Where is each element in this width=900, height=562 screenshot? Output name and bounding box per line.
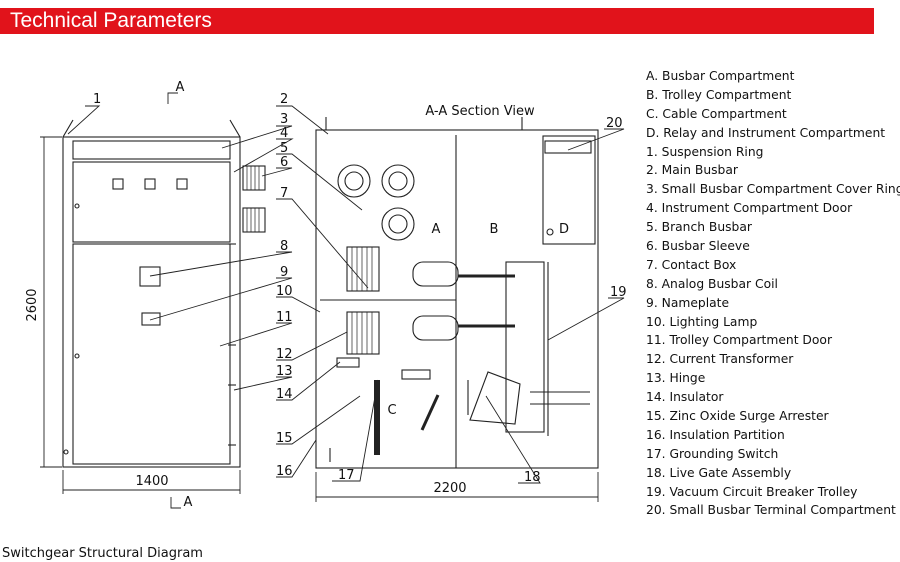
indicator-window — [176, 178, 188, 190]
current-transformer — [346, 311, 380, 355]
legend-item: 3. Small Busbar Compartment Cover Ring — [646, 182, 900, 197]
callout-2: 2 — [280, 92, 288, 107]
callout-1: 1 — [93, 92, 101, 107]
callout-13: 13 — [276, 364, 293, 379]
title-banner: Technical Parameters — [0, 8, 874, 34]
callout-numbers: 1 2 3 4 5 6 7 8 9 10 11 12 13 14 15 16 1… — [93, 92, 627, 485]
callout-17: 17 — [338, 468, 355, 483]
front-width-dimension: 1400 — [135, 474, 168, 489]
main-busbar — [381, 164, 415, 198]
callout-9: 9 — [280, 265, 288, 280]
section-labels: A-A Section View 2200 A B C D — [387, 104, 569, 496]
height-dimension: 2600 — [25, 288, 40, 321]
callout-15: 15 — [276, 431, 293, 446]
section-mark-top: A — [176, 80, 185, 95]
legend-item: 7. Contact Box — [646, 257, 737, 272]
live-gate-assembly — [469, 371, 521, 425]
callout-6: 6 — [280, 155, 288, 170]
grounding-switch — [420, 394, 440, 431]
section-outline — [315, 129, 599, 469]
insulator — [336, 357, 360, 368]
section-view-title: A-A Section View — [425, 104, 535, 119]
legend-item: A. Busbar Compartment — [646, 69, 795, 83]
callout-20: 20 — [606, 116, 623, 131]
indicator-window — [112, 178, 124, 190]
top-cover-strip — [72, 140, 231, 160]
legend-item: 20. Small Busbar Terminal Compartment — [646, 503, 896, 518]
section-view — [315, 117, 599, 469]
legend-item: 18. Live Gate Assembly — [646, 465, 792, 480]
callout-8: 8 — [280, 239, 288, 254]
callout-14: 14 — [276, 387, 293, 402]
callout-18: 18 — [524, 470, 541, 485]
suspension-ring-left — [62, 119, 74, 138]
terminal-compartment — [544, 140, 592, 154]
coil-hatching — [351, 247, 373, 354]
main-busbar — [337, 164, 371, 198]
legend-item: 11. Trolley Compartment Door — [646, 333, 833, 348]
door-handle — [74, 353, 80, 359]
legend-item: 15. Zinc Oxide Surge Arrester — [646, 409, 829, 424]
legend-item: 13. Hinge — [646, 371, 706, 386]
door-handle — [63, 449, 69, 455]
legend-item: 12. Current Transformer — [646, 352, 794, 367]
section-mark-bottom: A — [184, 495, 193, 510]
contact-box — [412, 261, 459, 287]
indicator-window — [144, 178, 156, 190]
breaker-trolley — [505, 261, 545, 433]
legend-item: 8. Analog Busbar Coil — [646, 276, 778, 291]
compartment-marker-a: A — [432, 222, 441, 237]
callout-leaders — [67, 105, 625, 484]
insulator — [401, 369, 431, 380]
front-dimension-labels: 2600 1400 A A — [25, 80, 193, 510]
callout-12: 12 — [276, 347, 293, 362]
main-busbar — [381, 207, 415, 241]
busbar-sleeve — [242, 207, 266, 233]
callout-19: 19 — [610, 285, 627, 300]
nameplate — [141, 312, 161, 326]
legend-item: 17. Grounding Switch — [646, 446, 779, 461]
legend-item: 14. Insulator — [646, 390, 724, 405]
page-title: Technical Parameters — [10, 9, 212, 32]
callout-10: 10 — [276, 284, 293, 299]
callout-3: 3 — [280, 112, 288, 127]
front-view — [62, 119, 266, 468]
door-handle — [74, 203, 80, 209]
relay-compartment — [542, 135, 596, 245]
section-dimensions — [315, 472, 599, 502]
contact-box — [412, 315, 459, 341]
suspension-ring-right — [229, 119, 241, 138]
diagram-caption: Switchgear Structural Diagram — [2, 546, 203, 561]
front-dimensions — [40, 92, 241, 509]
legend-item: 19. Vacuum Circuit Breaker Trolley — [646, 484, 858, 499]
side-width-dimension: 2200 — [433, 481, 466, 496]
callout-4: 4 — [280, 126, 288, 141]
legend-item: 6. Busbar Sleeve — [646, 239, 750, 254]
legend-item: 10. Lighting Lamp — [646, 314, 758, 329]
legend-item: C. Cable Compartment — [646, 106, 787, 121]
legend-item: 2. Main Busbar — [646, 163, 738, 178]
legend-item: 4. Instrument Compartment Door — [646, 201, 853, 216]
current-transformer — [346, 246, 380, 292]
legend-item: D. Relay and Instrument Compartment — [646, 125, 886, 140]
legend-item: 1. Suspension Ring — [646, 144, 764, 159]
callout-16: 16 — [276, 464, 293, 479]
legend-item: B. Trolley Compartment — [646, 87, 792, 102]
cabinet-outline — [62, 136, 241, 468]
trolley-door — [72, 243, 231, 465]
callout-5: 5 — [280, 141, 288, 156]
legend-item: 9. Nameplate — [646, 295, 730, 310]
legend-item: 16. Insulation Partition — [646, 427, 785, 442]
analog-busbar-panel — [139, 266, 161, 287]
parts-legend: A. Busbar Compartment B. Trolley Compart… — [646, 67, 900, 520]
callout-7: 7 — [280, 186, 288, 201]
busbar-sleeve — [242, 165, 266, 191]
compartment-marker-c: C — [387, 403, 396, 418]
legend-item: 5. Branch Busbar — [646, 220, 752, 235]
callout-11: 11 — [276, 310, 293, 325]
compartment-marker-d: D — [559, 222, 569, 237]
instrument-door — [72, 161, 231, 243]
compartment-marker-b: B — [490, 222, 499, 237]
